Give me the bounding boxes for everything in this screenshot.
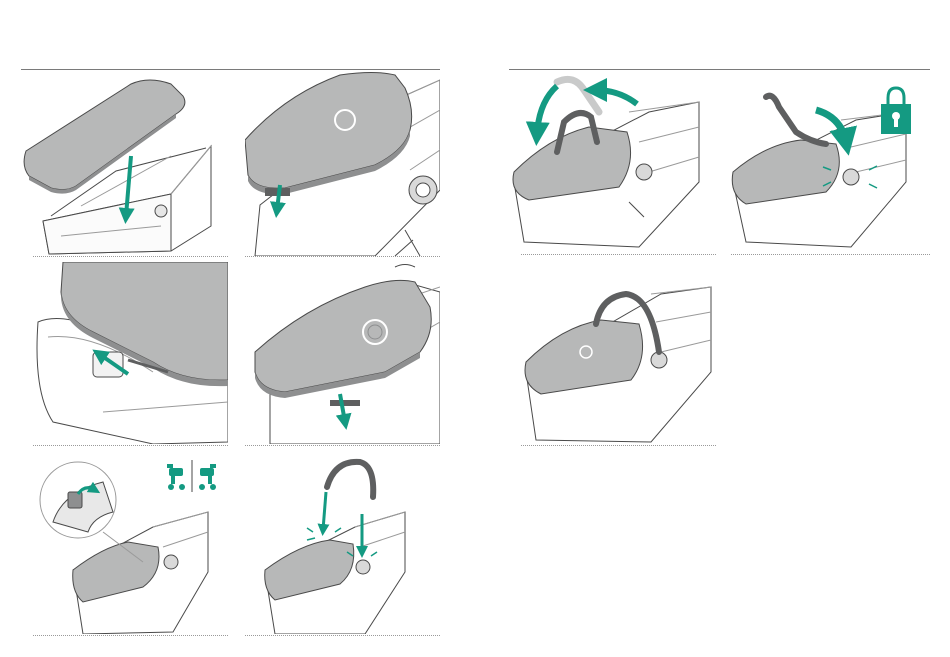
step-panel-5 [33, 452, 228, 634]
step-panel-4 [245, 262, 440, 444]
panel-divider-5 [33, 635, 228, 636]
panel-divider-7 [521, 254, 716, 255]
panel-divider-3 [33, 445, 228, 446]
lock-icon [881, 88, 911, 134]
step-panel-7 [509, 72, 716, 254]
step-panel-9 [521, 262, 716, 444]
arrow-icon [537, 86, 557, 134]
panel-divider-8 [731, 254, 930, 255]
step-panel-8 [731, 72, 930, 254]
step-panel-6 [245, 452, 440, 634]
step-panel-1 [21, 76, 228, 256]
panel-divider-1 [33, 256, 228, 257]
handlebar-ghost [557, 79, 599, 112]
arrow-icon [595, 90, 637, 104]
handlebar [766, 96, 826, 144]
panel-divider-6 [245, 635, 440, 636]
apron-cover [24, 80, 185, 194]
step-panel-2 [245, 70, 440, 256]
panel-divider-2 [245, 256, 440, 257]
arrow-icon [323, 492, 326, 530]
panel-divider-4 [245, 445, 440, 446]
stroller-orientation-icon [167, 460, 216, 492]
panel-divider-9 [521, 445, 716, 446]
step-panel-3 [33, 262, 228, 444]
handlebar [327, 462, 373, 497]
header-rule-right [509, 69, 930, 70]
